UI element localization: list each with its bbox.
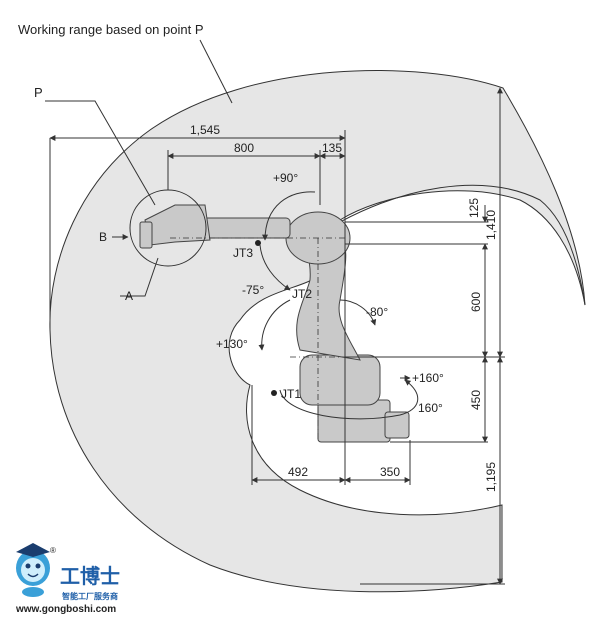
jt1-label: JT1 [281,387,301,401]
center-lines [170,237,380,440]
jt3-label: JT3 [233,246,253,260]
angle-jt2-back: -80° [366,305,388,319]
angle-jt2-front: +130° [216,337,248,351]
label-b: B [99,230,107,244]
working-range-inner-arc [339,184,586,306]
label-a: A [125,289,133,303]
gongboshi-logo: ® 工博士 智能工厂服务商 www.gongboshi.com [15,543,120,615]
dim-1195: 1,195 [484,462,498,492]
robot-flange [139,221,153,249]
dim-492: 492 [288,465,308,479]
angle-jt3-down: -75° [242,283,264,297]
angle-jt1-pos: +160° [412,371,444,385]
dim-450: 450 [469,390,483,410]
logo-tagline: 智能工厂服务商 [62,591,118,601]
angle-jt1-neg: 160° [418,401,443,415]
working-range-area [49,70,586,593]
mascot-icon [16,543,50,597]
robot-base-connector [384,411,410,439]
jt2-label: JT2 [292,287,312,301]
logo-url: www.gongboshi.com [15,604,116,615]
dim-350: 350 [380,465,400,479]
robot-base [317,399,391,443]
point-p-label: P [34,85,43,100]
jt3-point [255,240,261,246]
logo-brand: 工博士 [60,564,120,588]
registered-mark: ® [50,546,56,555]
dim-1410: 1,410 [484,210,498,240]
dim-800: 800 [234,141,254,155]
diagram-title: Working range based on point P [18,22,204,37]
robot-turntable [299,354,381,406]
dim-600: 600 [469,292,483,312]
dim-1545: 1,545 [190,123,220,137]
angle-jt3-up: +90° [273,171,298,185]
leader-lines [45,39,233,297]
robot-upper-arm [199,217,291,239]
dim-125: 125 [467,198,481,218]
rotation-arcs [258,191,418,420]
dim-135: 135 [322,141,342,155]
dimension-lines [49,87,505,585]
robot-arm [139,204,410,443]
jt1-point [271,390,277,396]
